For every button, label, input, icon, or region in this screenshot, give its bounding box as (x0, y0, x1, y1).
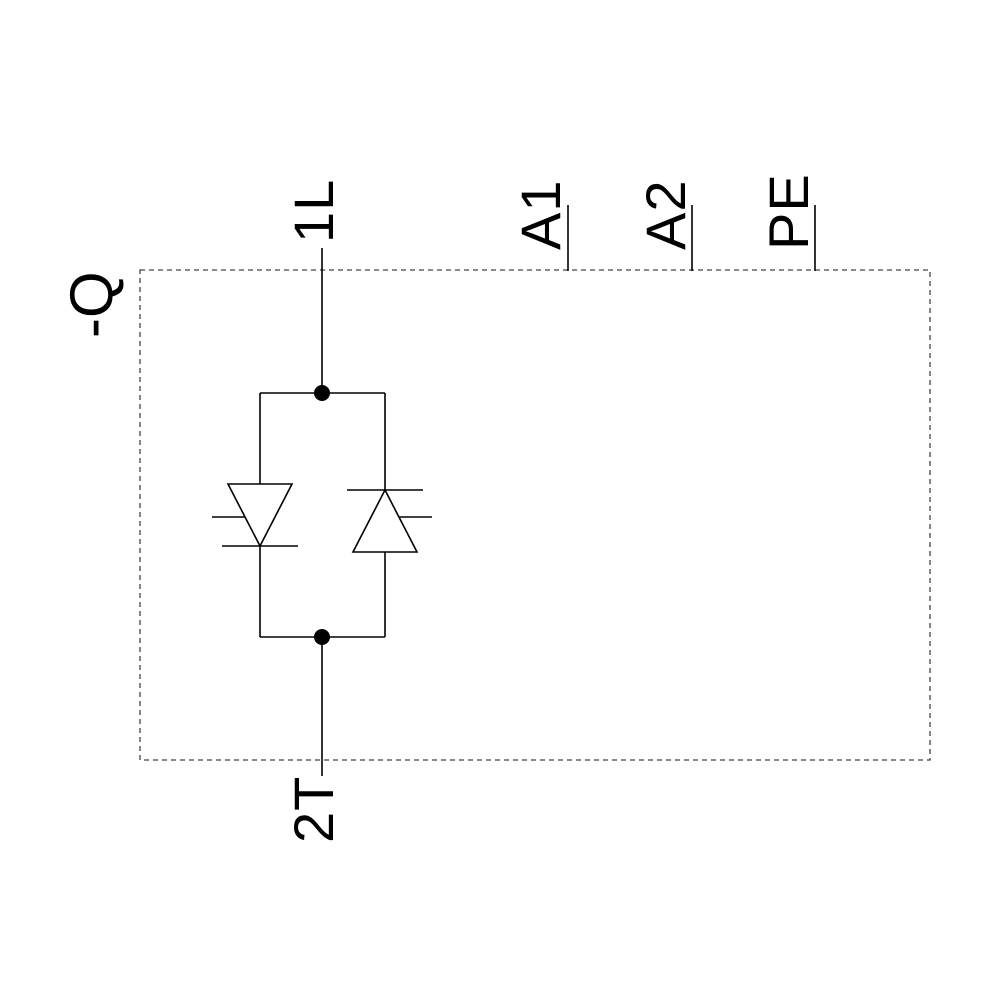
terminal-label-1l: 1L (282, 179, 345, 243)
terminal-label-2t: 2T (282, 776, 345, 843)
terminal-label-a1: A1 (509, 180, 572, 251)
thyristor-right-icon (347, 393, 432, 637)
junction-dot-bottom (314, 629, 330, 645)
terminal-label-a2: A2 (634, 180, 697, 251)
terminal-label-pe: PE (757, 173, 820, 250)
device-label: -Q (58, 271, 125, 338)
thyristor-left-icon (212, 393, 298, 637)
thyristor-bridge (212, 385, 432, 645)
junction-dot-top (314, 385, 330, 401)
device-boundary-box (139, 269, 931, 761)
